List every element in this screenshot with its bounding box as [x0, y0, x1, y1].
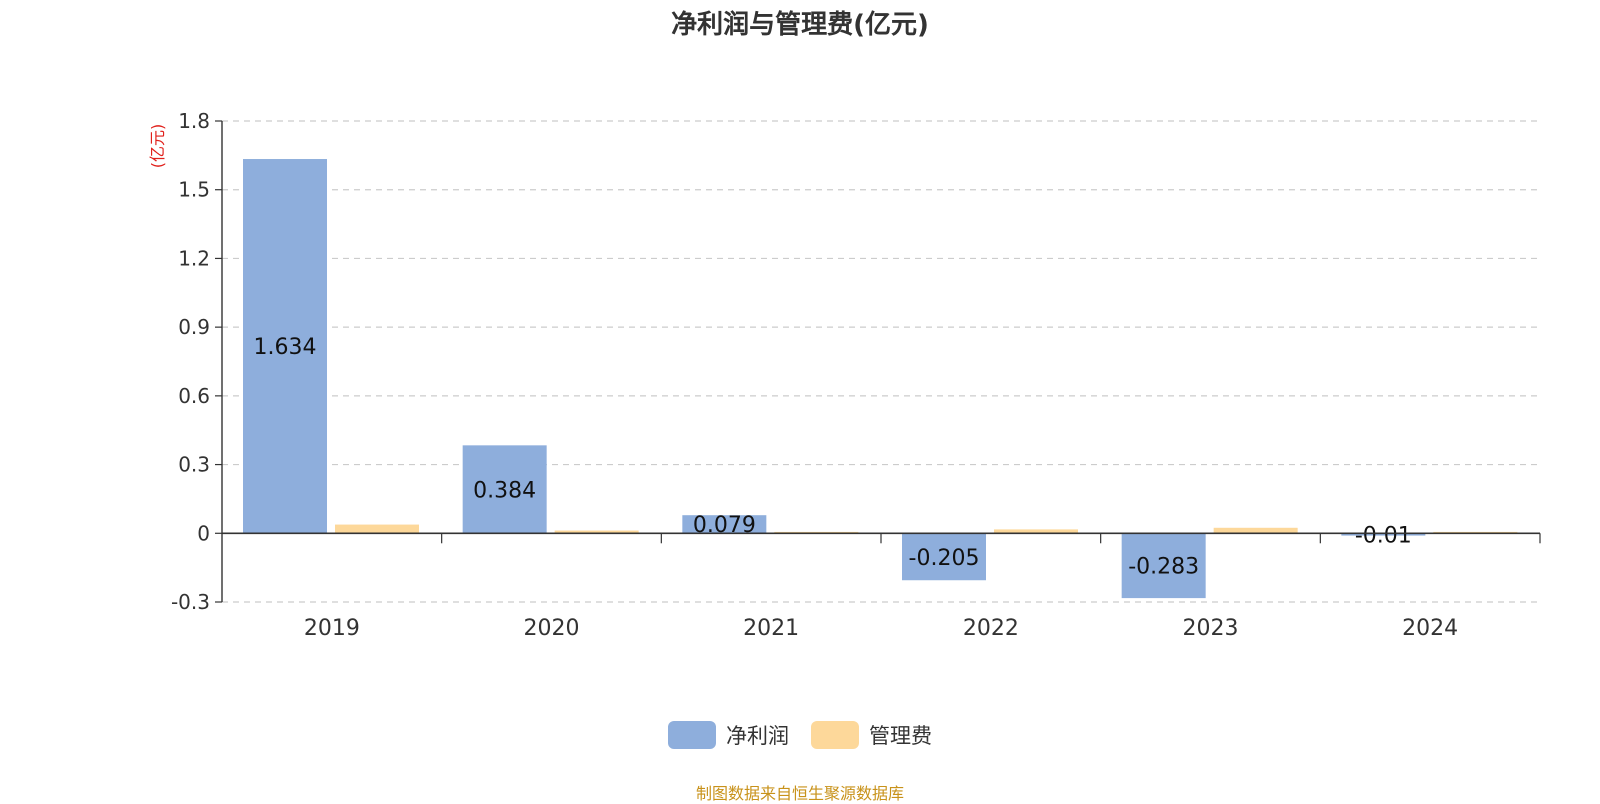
legend-label-admin-expense: 管理费: [869, 724, 932, 748]
legend-swatch-net-profit: [668, 721, 716, 749]
data-source-note: 制图数据来自恒生聚源数据库: [695, 784, 904, 803]
chart-title: 净利润与管理费(亿元): [671, 10, 929, 40]
y-tick-label: 1.5: [178, 178, 210, 202]
bar-net-profit: [1121, 533, 1206, 599]
legend-item-net-profit[interactable]: 净利润: [668, 720, 789, 750]
data-label-net-profit: 0.384: [473, 478, 536, 503]
y-tick-label: 0.6: [178, 384, 210, 408]
x-tick-label: 2021: [743, 616, 799, 641]
legend-swatch-admin-expense: [811, 721, 859, 749]
x-tick-label: 2019: [304, 616, 360, 641]
bar-net-profit: [902, 533, 986, 581]
data-label-net-profit: -0.01: [1355, 523, 1412, 548]
x-tick-label: 2020: [524, 616, 580, 641]
y-axis-unit-label: (亿元): [148, 124, 167, 169]
x-tick-label: 2023: [1183, 616, 1239, 641]
y-tick-label: 0.3: [178, 453, 210, 477]
bar-chart: -0.3 0 0.3 0.6 0.9 1.2 1.5 1.8 (亿元) 1.634 2019 0.38…: [148, 109, 1541, 641]
y-tick-label: 0: [197, 521, 210, 545]
x-tick-label: 2022: [963, 616, 1019, 641]
data-label-net-profit: 1.634: [254, 335, 317, 360]
bar-admin-expense: [1213, 527, 1298, 534]
x-tick-label: 2024: [1402, 616, 1458, 641]
legend: 净利润 管理费: [0, 720, 1600, 750]
y-tick-label: 0.9: [178, 315, 210, 339]
bar-net-profit: [682, 515, 767, 534]
bar-admin-expense: [554, 530, 639, 534]
bar-net-profit: [1341, 533, 1426, 536]
y-tick-label: 1.8: [178, 109, 210, 133]
bar-net-profit: [462, 445, 547, 534]
legend-label-net-profit: 净利润: [726, 724, 789, 748]
bar-net-profit: [243, 159, 327, 534]
data-label-net-profit: -0.283: [1128, 555, 1199, 580]
y-tick-label: -0.3: [171, 590, 210, 614]
data-label-net-profit: -0.205: [909, 546, 980, 571]
data-label-net-profit: 0.079: [693, 513, 756, 538]
bar-admin-expense: [335, 524, 419, 534]
y-tick-label: 1.2: [178, 246, 210, 270]
legend-item-admin-expense[interactable]: 管理费: [811, 720, 932, 750]
bar-admin-expense: [994, 529, 1078, 534]
